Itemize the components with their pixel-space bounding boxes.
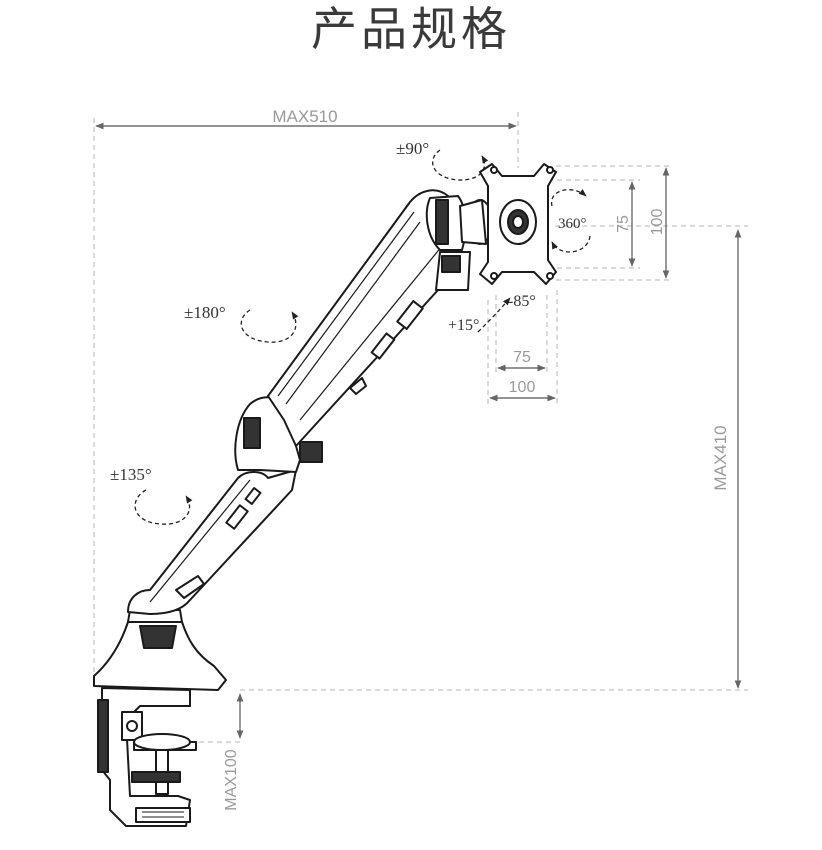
tilt-back-label: -85°: [508, 293, 536, 310]
guide-lines: [93, 112, 748, 743]
clamp-pad: [133, 733, 191, 751]
tilt-forward-label: +15°: [448, 317, 479, 334]
rotation-angle-label: 360°: [558, 216, 587, 232]
rotation-arrows: [134, 149, 591, 525]
monitor-arm: [93, 163, 557, 827]
lower-arm-arrow-icon: [134, 489, 193, 525]
upper-arm-angle-label: ±180°: [184, 303, 226, 322]
max-height-label: MAX410: [711, 425, 730, 490]
vesa-plate: [479, 163, 557, 285]
lower-arm: [127, 469, 297, 615]
rotation-arrow-2-icon: [551, 235, 591, 253]
swivel-plate-angle-label: ±90°: [396, 139, 429, 158]
upper-arm-arrow-icon: [240, 309, 299, 343]
vesa-large-v-label: 100: [509, 379, 536, 396]
vesa-small-h-label: 75: [615, 215, 632, 233]
max-clamp-label: MAX100: [223, 749, 240, 810]
vesa-large-h-label: 100: [649, 209, 666, 236]
page-title: 产品规格: [311, 2, 511, 56]
desk-clamp: [97, 687, 197, 827]
arm-base: [93, 609, 227, 691]
head-joint: [425, 195, 493, 291]
rotation-arrow-icon: [551, 189, 587, 207]
upper-arm: [267, 189, 463, 447]
dimension-lines: [95, 122, 742, 739]
vesa-small-v-label: 75: [513, 349, 531, 366]
max-reach-label: MAX510: [272, 107, 337, 126]
swivel-arrow-icon: [432, 149, 489, 181]
tilt-arrow-icon: [477, 297, 511, 333]
lower-arm-angle-label: ±135°: [110, 465, 152, 484]
